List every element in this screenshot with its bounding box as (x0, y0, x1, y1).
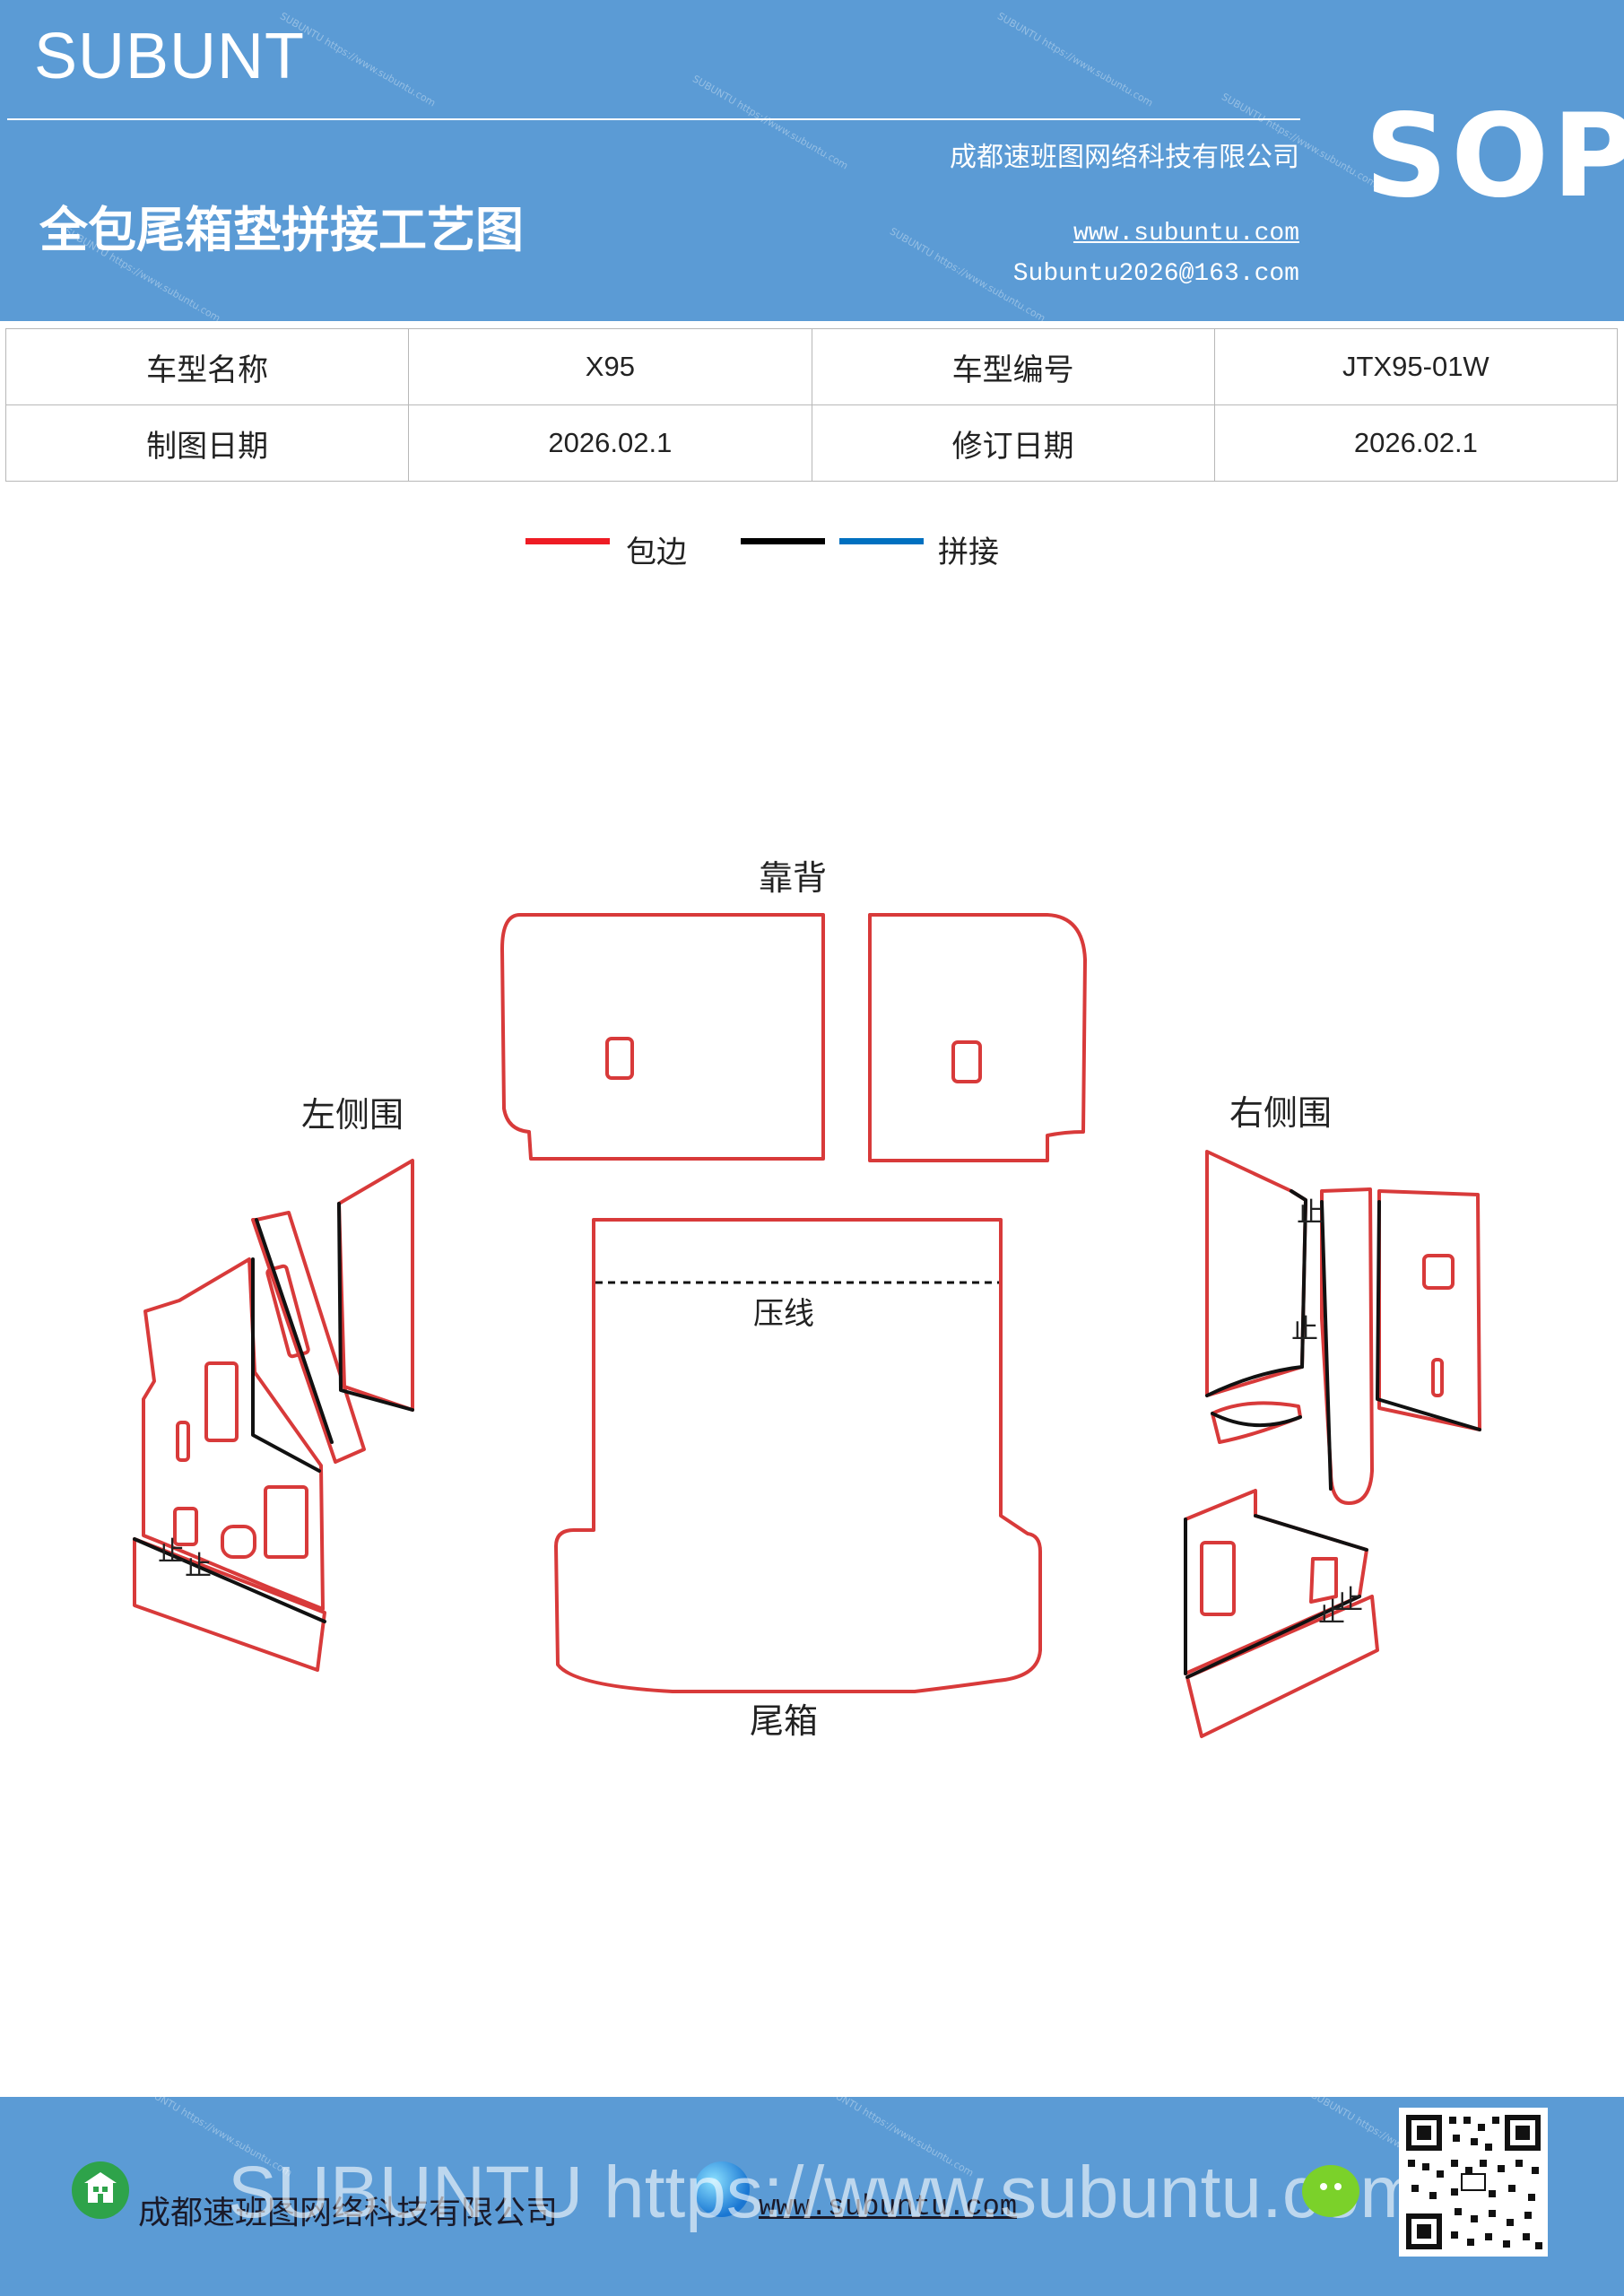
left-side-cutout-2 (176, 1421, 190, 1462)
left-seam-3 (255, 1218, 334, 1444)
email-address[interactable]: Subuntu2026@163.com (1012, 260, 1299, 288)
document-title: 全包尾箱垫拼接工艺图 (39, 202, 524, 258)
backrest-right-panel (868, 913, 1087, 1162)
left-seam-2 (251, 1257, 321, 1473)
stop-mark: 止 (1297, 1197, 1324, 1229)
footer-company-name: 成都速班图网络科技有限公司 (138, 2195, 559, 2231)
footer-website-link[interactable]: www.subuntu.com (759, 2190, 1018, 2223)
label-crease: 压线 (753, 1296, 814, 1332)
legend-swatch-black (741, 538, 825, 544)
right-seam-7 (1185, 1595, 1361, 1679)
wechat-icon[interactable] (1302, 2165, 1359, 2217)
right-side-upper-panel (1205, 1150, 1307, 1397)
left-side-lower-panel (133, 1537, 326, 1672)
stop-mark: 止 (1318, 1597, 1345, 1629)
backrest-right-cutout (951, 1040, 982, 1083)
backrest-left-panel (500, 913, 825, 1161)
label-right-side: 右侧围 (1229, 1093, 1332, 1133)
left-seam-1 (133, 1537, 326, 1623)
legend: 包边 拼接 (525, 520, 1099, 574)
legend-label-edge: 包边 (626, 535, 687, 570)
label-backrest: 靠背 (759, 858, 827, 898)
left-side-upper-panel (337, 1159, 414, 1412)
table-row: 制图日期 2026.02.1 修订日期 2026.02.1 (4, 404, 1619, 482)
building-icon (72, 2161, 129, 2219)
right-side-lower-cutout (1200, 1541, 1236, 1616)
left-side-strip-panel (251, 1211, 366, 1464)
legend-swatch-red (525, 538, 610, 544)
left-side-cutout-3 (264, 1485, 308, 1559)
right-side-cutout-2 (1431, 1358, 1444, 1397)
header-divider (7, 118, 1300, 120)
stop-mark: 止 (158, 1536, 185, 1568)
right-side-right-panel (1377, 1189, 1481, 1431)
right-side-cutout-1 (1422, 1254, 1455, 1290)
right-side-lower-tab (1309, 1557, 1338, 1604)
model-code-value: JTX95-01W (1213, 328, 1619, 405)
right-seam-8 (1290, 1189, 1307, 1369)
revise-date-label: 修订日期 (811, 404, 1215, 482)
right-seam-4 (1376, 1200, 1481, 1431)
table-row: 车型名称 X95 车型编号 JTX95-01W (4, 328, 1619, 405)
model-name-label: 车型名称 (4, 328, 410, 405)
globe-icon (694, 2161, 750, 2217)
sop-badge: SOP (1365, 90, 1624, 223)
left-side-cutout-5 (173, 1507, 198, 1546)
left-side-cutout-1 (204, 1361, 239, 1442)
qr-code[interactable] (1399, 2108, 1548, 2257)
right-seam-3 (1320, 1200, 1333, 1491)
model-name-value: X95 (408, 328, 812, 405)
revise-date-value: 2026.02.1 (1213, 404, 1619, 482)
stop-mark: 止 (1291, 1314, 1318, 1345)
footer-watermark: SUBUNTU https://www.subuntu.com (228, 2152, 1421, 2233)
stop-mark: 止 (185, 1551, 212, 1582)
trunk-floor-panel (554, 1218, 1042, 1693)
left-seam-4 (337, 1202, 414, 1412)
legend-swatch-blue (839, 538, 924, 544)
draw-date-value: 2026.02.1 (408, 404, 812, 482)
stop-mark: 止 (1336, 1585, 1363, 1616)
left-side-cutout-4 (221, 1525, 256, 1559)
right-seam-6 (1254, 1514, 1368, 1552)
legend-label-seam: 拼接 (938, 535, 999, 570)
right-seam-2 (1211, 1412, 1302, 1428)
footer-banner: SUBUNTU https://www.subuntu.com SUBUNTU … (0, 2097, 1624, 2296)
left-side-strip-cutout (265, 1264, 310, 1359)
header-banner: SUBUNTU https://www.subuntu.com SUBUNTU … (0, 0, 1624, 321)
right-side-bottom-panel (1185, 1595, 1379, 1738)
vehicle-info-table: 车型名称 X95 车型编号 JTX95-01W 制图日期 2026.02.1 修… (4, 328, 1619, 482)
model-code-label: 车型编号 (811, 328, 1215, 405)
right-side-lower-panel (1184, 1489, 1368, 1675)
label-trunk: 尾箱 (750, 1701, 818, 1741)
website-link[interactable]: www.subuntu.com (1073, 220, 1299, 248)
backrest-left-cutout (605, 1037, 634, 1080)
company-name: 成都速班图网络科技有限公司 (950, 142, 1299, 173)
label-left-side: 左侧围 (301, 1095, 404, 1135)
right-seam-1 (1205, 1365, 1304, 1397)
draw-date-label: 制图日期 (4, 404, 410, 482)
brand-name: SUBUNT (34, 21, 306, 92)
